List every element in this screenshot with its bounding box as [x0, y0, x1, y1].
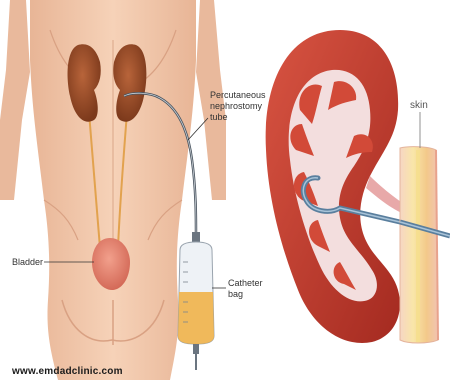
skin-label: skin [410, 100, 428, 111]
bag-label-line2: bag [228, 289, 243, 299]
tube-label-line2: nephrostomy [210, 101, 263, 111]
right-arm [196, 0, 226, 200]
bag-urine [178, 292, 214, 344]
catheter-bag [178, 232, 214, 370]
tube-label-line1: Percutaneous [210, 90, 266, 100]
kidney-cross-section [266, 30, 404, 343]
bladder-label: Bladder [12, 257, 43, 267]
tube-label-line3: tube [210, 112, 228, 122]
bag-label-line1: Catheter [228, 278, 263, 288]
skin-layers [400, 147, 450, 343]
left-arm [0, 0, 30, 200]
ureter-exit [366, 176, 404, 214]
watermark: www.emdadclinic.com [12, 366, 123, 377]
bag-drain-valve [193, 344, 199, 354]
